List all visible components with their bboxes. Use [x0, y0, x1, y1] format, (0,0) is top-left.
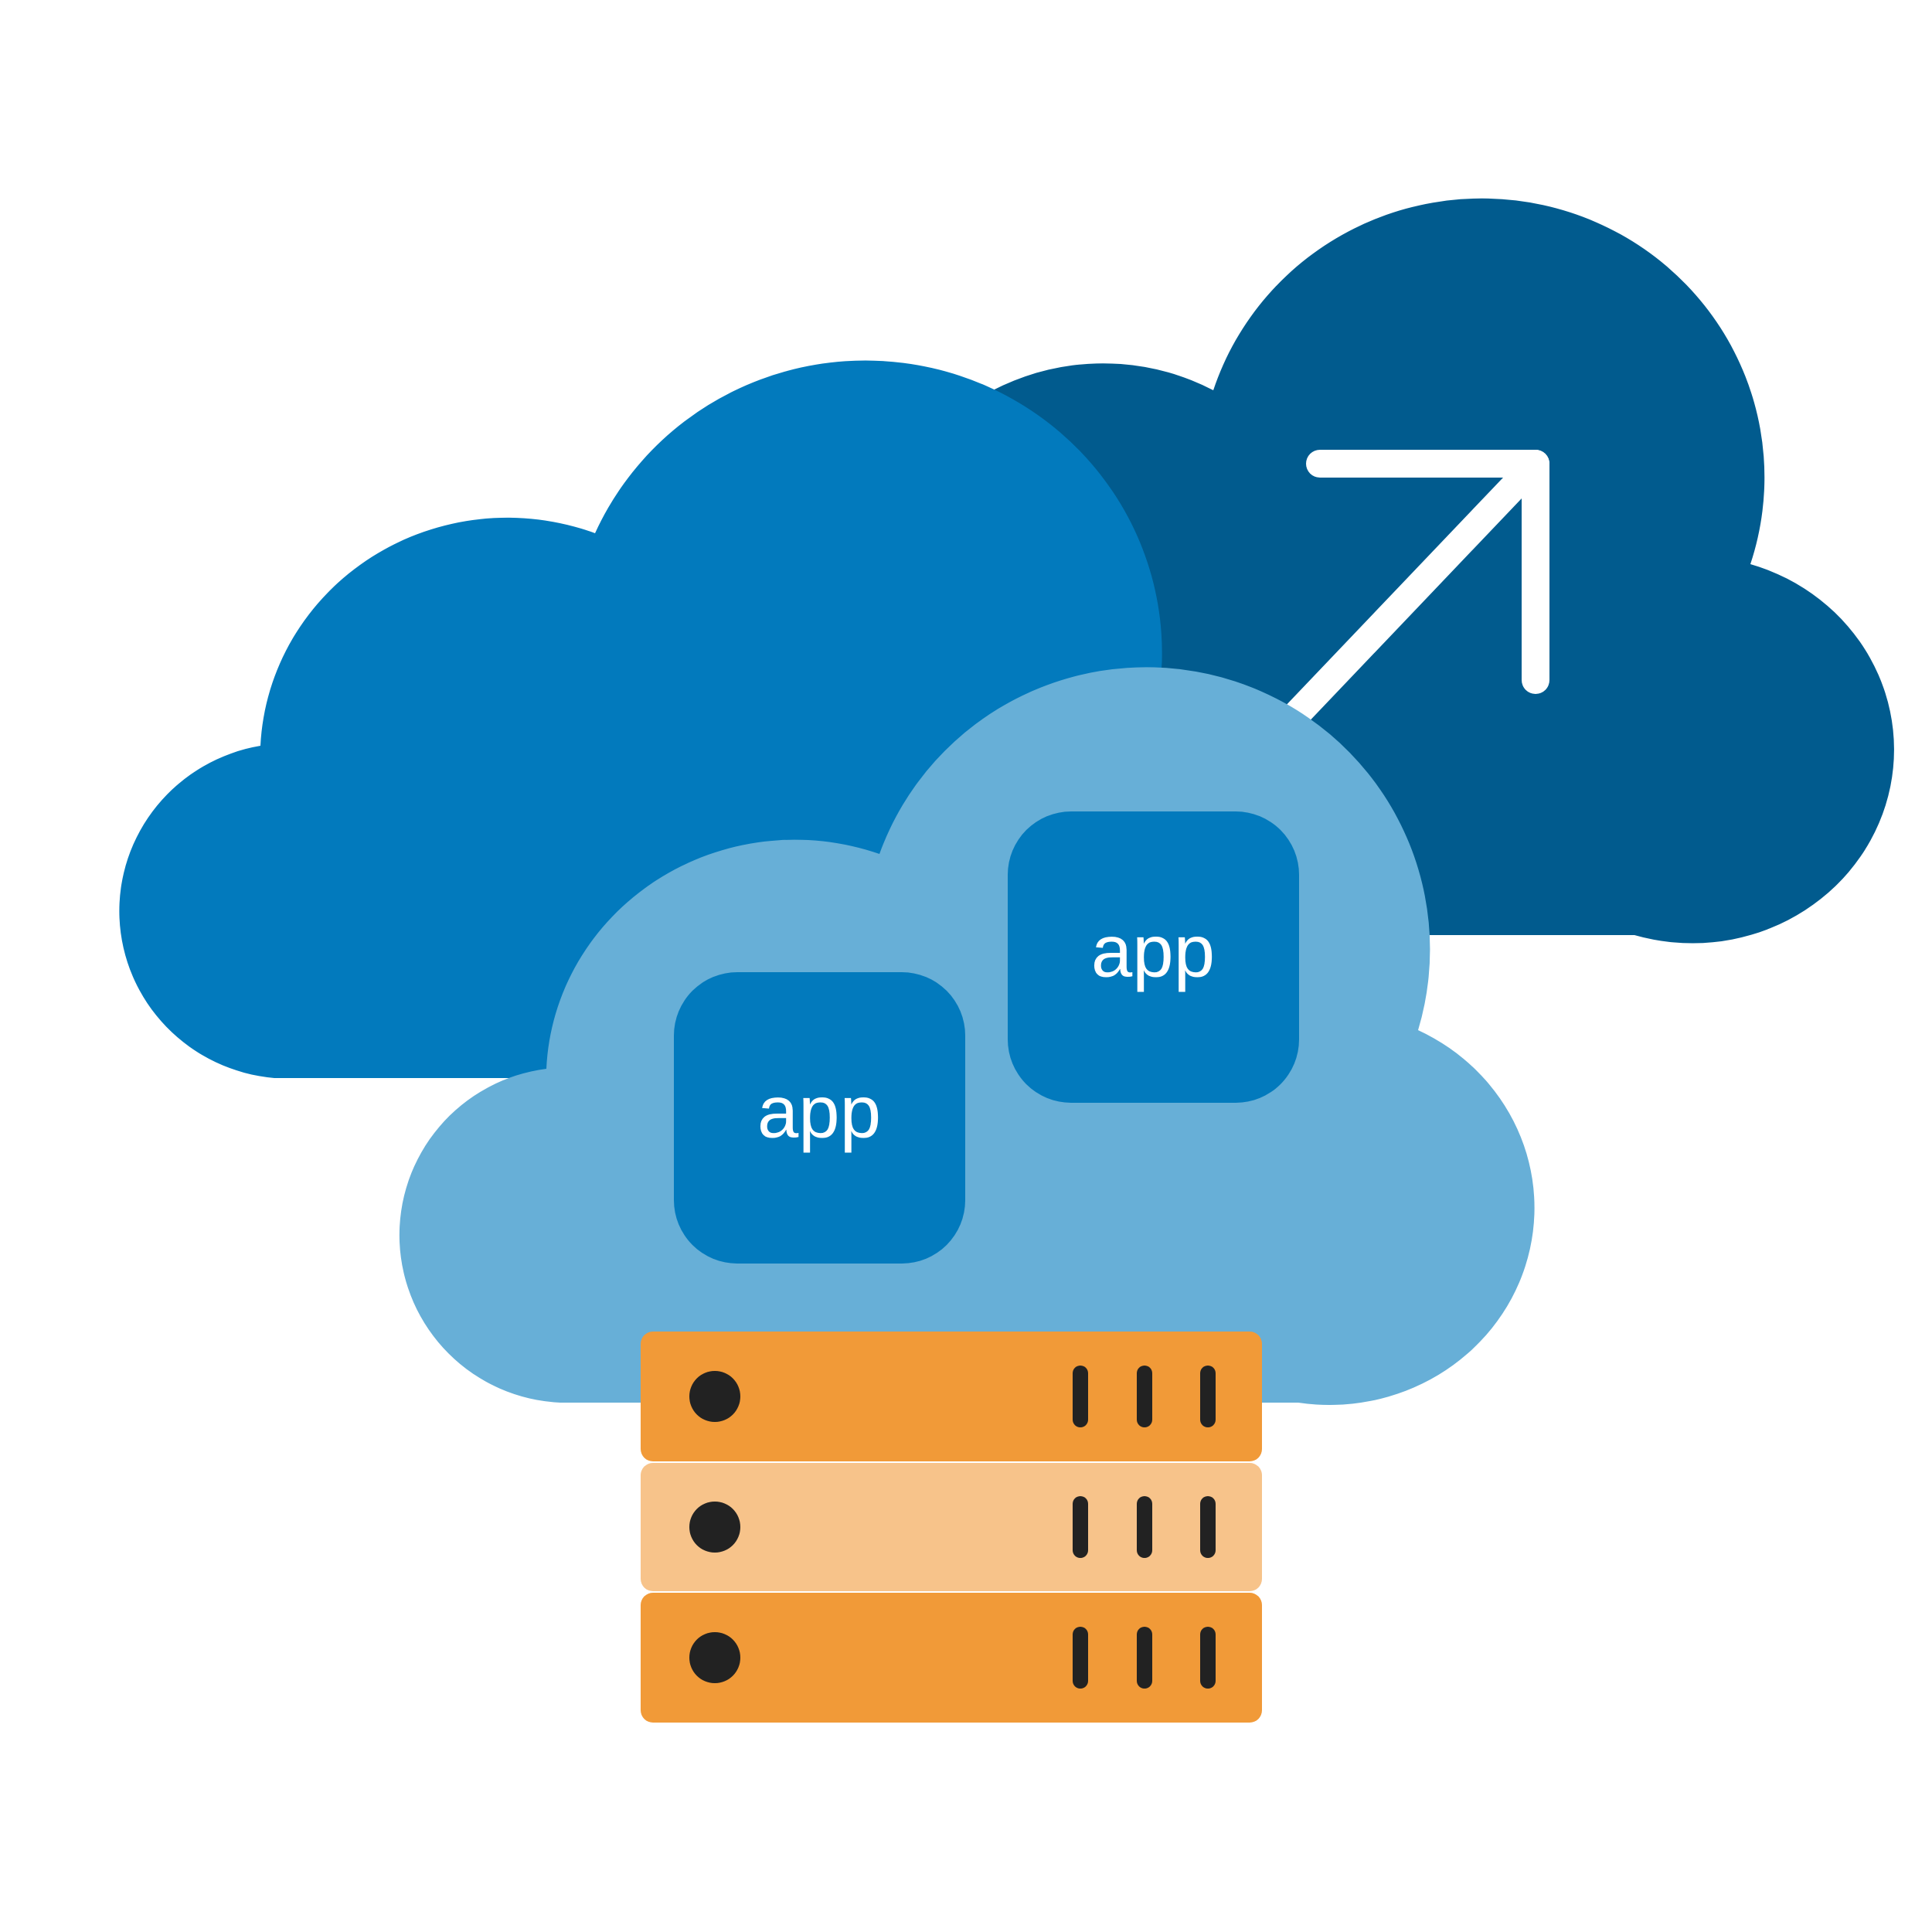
arrow-up-right-icon: [1238, 450, 1549, 775]
server-unit-1: [641, 1332, 1262, 1461]
app-tile-1-background: [674, 972, 965, 1264]
app-tile-2-background: [1008, 811, 1299, 1103]
server-unit-2-body: [641, 1463, 1262, 1591]
server-unit-1-body: [641, 1332, 1262, 1461]
server-unit-3-power-led: [689, 1632, 740, 1683]
app-tile-2: app: [1008, 811, 1299, 1103]
arrow-shaft: [1238, 450, 1549, 775]
server-unit-3: [641, 1593, 1262, 1723]
app-tile-1: app: [674, 972, 965, 1264]
server-unit-2-power-led: [689, 1502, 740, 1553]
app-tile-2-label: app: [1091, 910, 1215, 992]
app-tile-1-label: app: [757, 1070, 881, 1153]
server-unit-3-body: [641, 1593, 1262, 1723]
server-stack-icon: [641, 1332, 1262, 1723]
server-unit-2: [641, 1463, 1262, 1591]
server-unit-1-power-led: [689, 1371, 740, 1422]
